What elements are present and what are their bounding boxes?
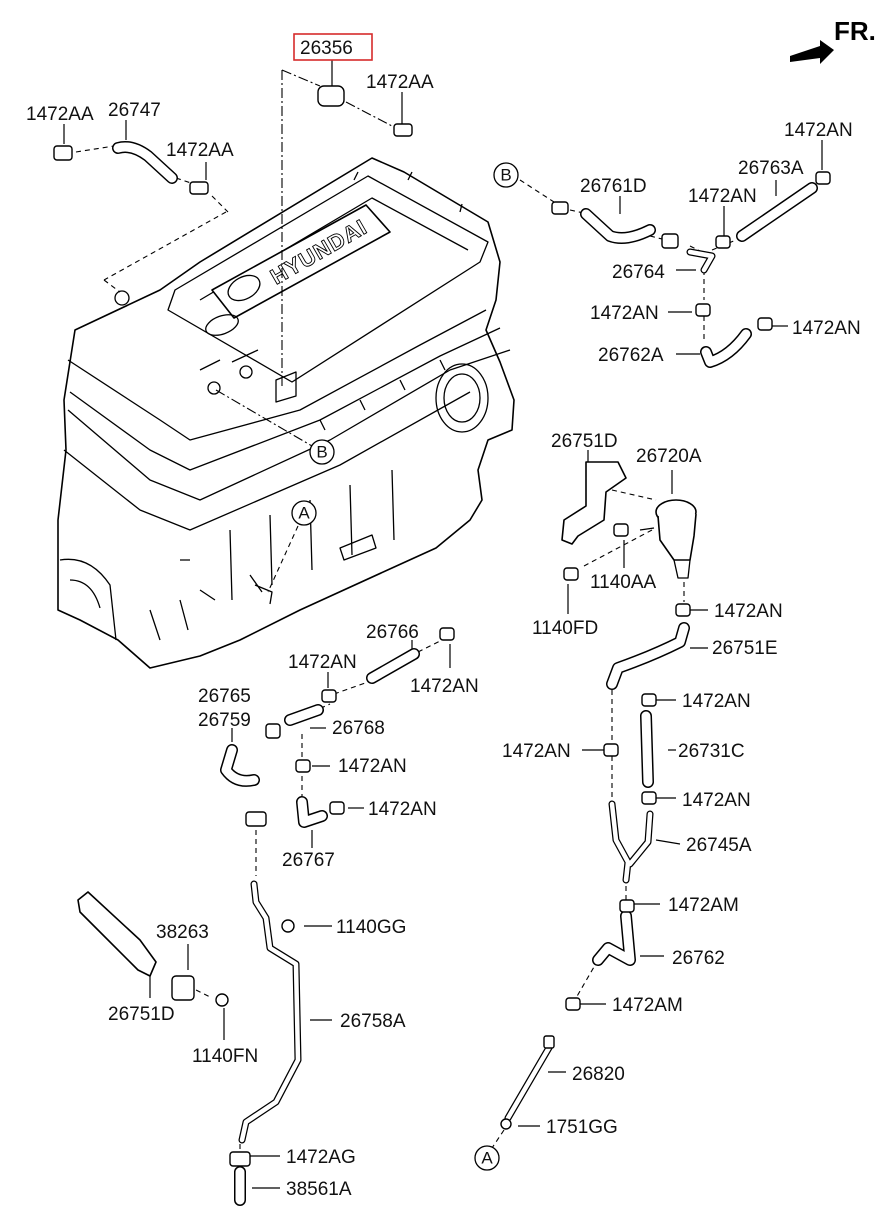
marker-b-engine: B [316, 443, 327, 462]
marker-a-engine: A [298, 504, 310, 523]
part-label: 1140FD [532, 618, 598, 639]
direction-label: FR. [834, 16, 876, 46]
circle-markers: B A B A [291, 162, 519, 1171]
engine-illustration: HYUNDAI [57, 157, 515, 669]
part-label: 26758A [340, 1011, 406, 1032]
part-label: 1472AA [366, 72, 434, 93]
hose-clamps [53, 123, 831, 1167]
marker-b-hose: B [500, 166, 511, 185]
part-labels: 26356 1472AA 1472AA 26747 1472AA 1472AN … [26, 38, 861, 1200]
part-label: 26764 [612, 262, 665, 283]
part-label: 1472AN [368, 799, 437, 820]
part-label: 26762 [672, 948, 725, 969]
highlight-box [293, 33, 373, 61]
part-label: 1472AN [792, 318, 861, 339]
part-label: 1472AN [590, 303, 659, 324]
part-label: 26356 [300, 38, 353, 59]
part-label: 1472AA [166, 140, 234, 161]
part-label: 26766 [366, 622, 419, 643]
part-label: 1472AG [286, 1147, 356, 1168]
part-label: 26759 [198, 710, 251, 731]
part-label: 26747 [108, 100, 161, 121]
part-label: 26762A [598, 345, 664, 366]
part-label: 1140AA [590, 572, 657, 593]
part-label: 1472AN [338, 756, 407, 777]
part-label: 26751D [108, 1004, 175, 1025]
part-label: 26751D [551, 431, 618, 452]
part-label: 1472AN [688, 186, 757, 207]
part-label: 26820 [572, 1064, 625, 1085]
part-label: 26768 [332, 718, 385, 739]
part-label: 1472AM [668, 895, 739, 916]
part-label: 1140GG [336, 917, 406, 938]
part-label: 26761D [580, 176, 647, 197]
part-label: 1751GG [546, 1117, 618, 1138]
part-label: 26720A [636, 446, 702, 467]
part-label: 1472AN [714, 601, 783, 622]
marker-a-dipstick: A [481, 1149, 493, 1168]
part-label: 1472AM [612, 995, 683, 1016]
part-label: 38561A [286, 1179, 352, 1200]
part-label: 26763A [738, 158, 804, 179]
part-label: 38263 [156, 922, 209, 943]
part-label: 1472AN [784, 120, 853, 141]
hose-parts [77, 85, 818, 1206]
part-label: 1472AN [288, 652, 357, 673]
part-label: 26765 [198, 686, 251, 707]
part-label: 26751E [712, 638, 778, 659]
part-label: 26767 [282, 850, 335, 871]
part-label: 1472AN [410, 676, 479, 697]
part-label: 26731C [678, 741, 745, 762]
direction-arrow-icon [790, 40, 834, 64]
part-label: 1472AN [502, 741, 571, 762]
part-label: 1472AA [26, 104, 94, 125]
front-direction-indicator: FR. [790, 16, 876, 64]
part-label: 1472AN [682, 691, 751, 712]
part-label: 1472AN [682, 790, 751, 811]
part-label: 26745A [686, 835, 752, 856]
part-label: 1140FN [192, 1046, 258, 1067]
leader-lines [63, 60, 823, 1189]
